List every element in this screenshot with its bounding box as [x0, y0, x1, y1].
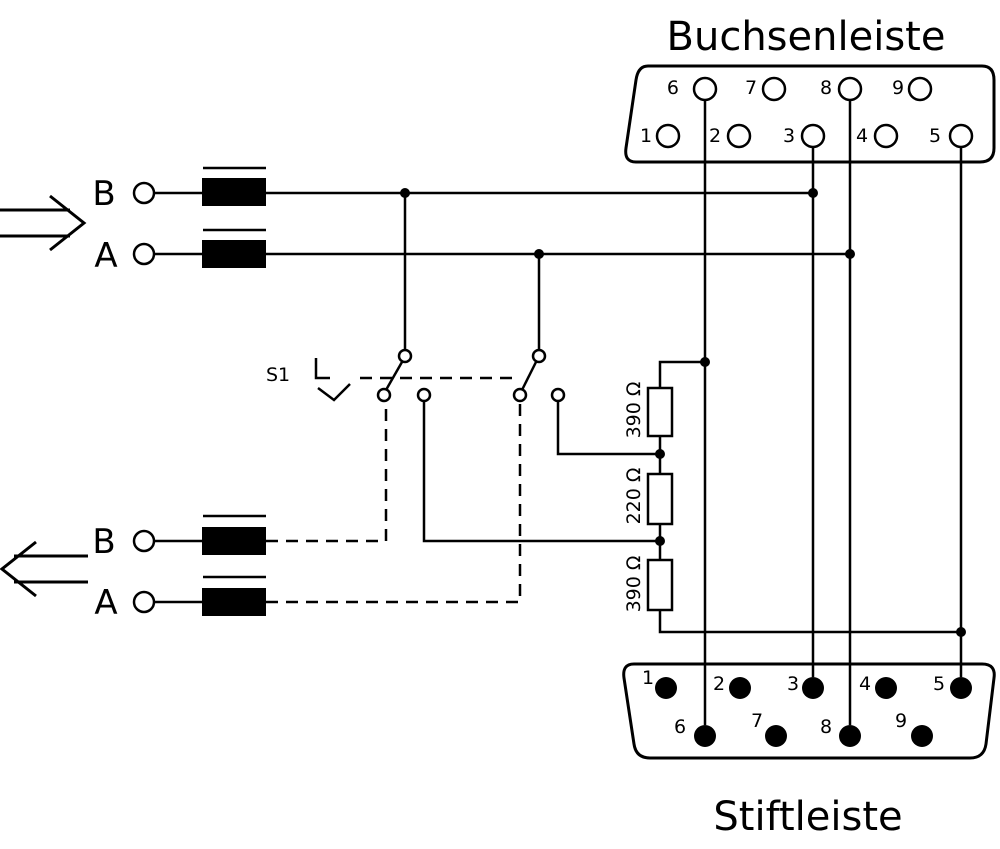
top-pin-4: 4 — [856, 123, 899, 149]
wire-switch-b-tap — [422, 401, 660, 543]
output-arrow-icon — [0, 540, 88, 598]
switch-label: S1 — [266, 364, 290, 386]
pin-label: 9 — [892, 77, 904, 99]
wire-switch-r-tap — [556, 401, 660, 456]
top-connector-label: Buchsenleiste — [667, 14, 946, 60]
input-terminal-b: B — [92, 174, 156, 214]
top-pin-6: 6 — [667, 76, 718, 102]
bottom-pin-1: 1 — [642, 667, 677, 699]
wire-out-b-dashed — [266, 401, 388, 543]
bottom-pin-5: 5 — [933, 673, 972, 699]
resistor-r3-value: 390 Ω — [623, 556, 645, 613]
pin-label: 3 — [783, 125, 795, 147]
top-pin-7: 7 — [745, 76, 787, 102]
pin-label: 8 — [820, 77, 832, 99]
resistor-r2-value: 220 Ω — [623, 468, 645, 525]
bottom-pin-3: 3 — [787, 673, 824, 699]
bottom-pin-4: 4 — [859, 673, 897, 699]
bottom-connector-shell — [622, 662, 996, 760]
input-arrow-icon — [0, 194, 87, 252]
input-terminal-a: A — [94, 236, 156, 276]
input-choke-b-icon — [202, 166, 266, 206]
top-pin-5: 5 — [929, 123, 974, 149]
pin-label: 4 — [859, 673, 871, 695]
top-pin-8: 8 — [820, 76, 863, 102]
junction-dot — [845, 249, 855, 259]
bottom-pin-6: 6 — [674, 716, 716, 747]
junction-dot — [700, 357, 710, 367]
pin-label: 6 — [667, 77, 679, 99]
pin-label: 4 — [856, 125, 868, 147]
pin-label: 9 — [895, 710, 907, 732]
bottom-pin-9: 9 — [895, 710, 933, 747]
bottom-pin-8: 8 — [820, 716, 861, 747]
input-choke-a-icon — [202, 228, 266, 268]
pin-label: 2 — [709, 125, 721, 147]
output-choke-a-icon — [202, 575, 266, 616]
pin-label: 8 — [820, 716, 832, 738]
pin-label: 2 — [713, 673, 725, 695]
output-terminal-a: A — [94, 583, 156, 623]
resistor-r1 — [646, 386, 674, 438]
bottom-pin-7: 7 — [751, 710, 787, 747]
pin-label: 3 — [787, 673, 799, 695]
resistor-r1-value: 390 Ω — [623, 382, 645, 439]
terminal-label: B — [92, 522, 115, 562]
pin-label: 5 — [929, 125, 941, 147]
resistor-r2 — [646, 472, 674, 526]
pin-label: 5 — [933, 673, 945, 695]
top-connector-shell — [624, 64, 996, 164]
top-pin-3: 3 — [783, 123, 826, 149]
top-pin-1: 1 — [640, 123, 681, 149]
pin-label: 7 — [745, 77, 757, 99]
top-pin-9: 9 — [892, 76, 933, 102]
terminal-label: A — [94, 236, 117, 276]
terminal-label: B — [92, 174, 115, 214]
output-choke-b-icon — [202, 514, 266, 555]
pin-label: 6 — [674, 716, 686, 738]
pin-label: 1 — [640, 125, 652, 147]
terminal-label: A — [94, 583, 117, 623]
junction-dot — [808, 188, 818, 198]
junction-dot — [956, 627, 966, 637]
wire-r1-top — [658, 360, 705, 388]
switch-s1-icon — [314, 193, 566, 403]
pin-label: 7 — [751, 710, 763, 732]
output-terminal-b: B — [92, 522, 156, 562]
bottom-connector-label: Stiftleiste — [713, 794, 902, 840]
top-pin-2: 2 — [709, 123, 752, 149]
wire-out-a-dashed — [266, 401, 522, 604]
bottom-pin-2: 2 — [713, 673, 751, 699]
resistor-r3 — [646, 558, 674, 612]
pin-label: 1 — [642, 667, 654, 689]
wire-r3-bottom — [658, 610, 961, 634]
